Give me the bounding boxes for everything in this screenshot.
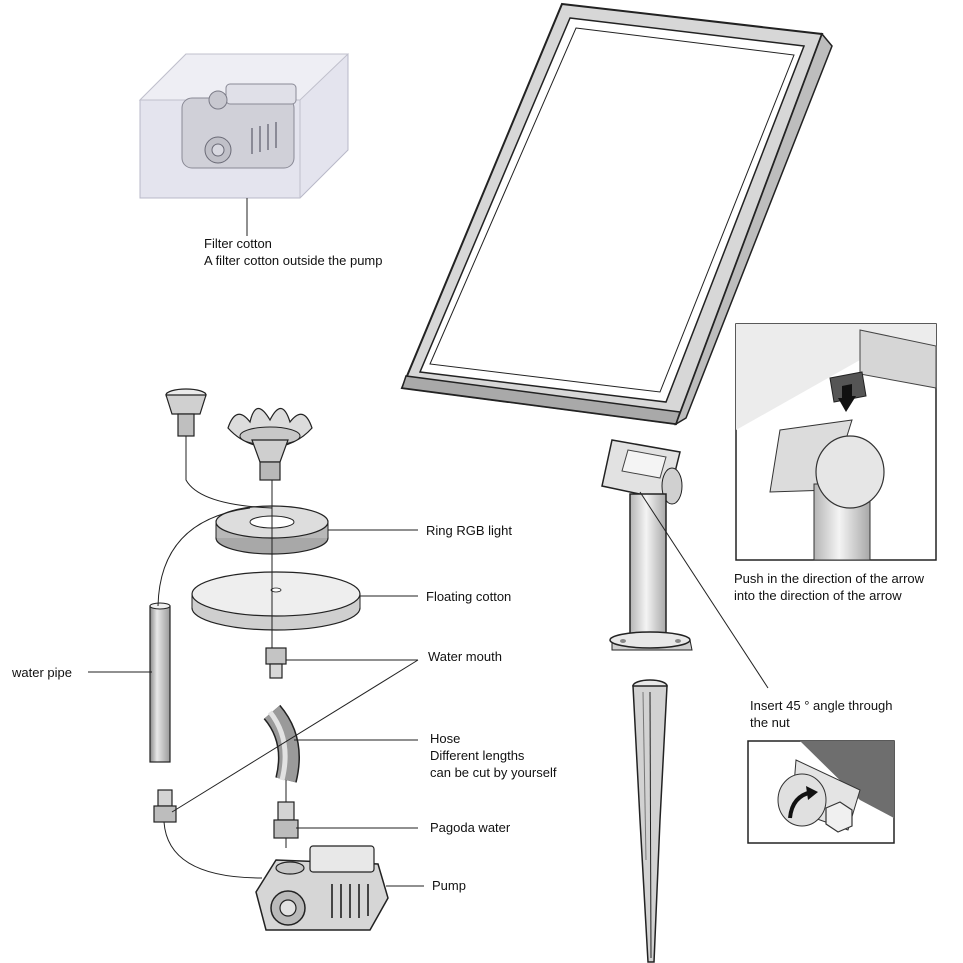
water-pipe-label: water pipe: [12, 665, 72, 680]
small-nozzle: [165, 388, 207, 437]
pump-feed-line: [163, 821, 263, 879]
insert-line2: the nut: [750, 715, 790, 730]
floating-cotton: [191, 571, 361, 631]
nozzle-assembly-line: [185, 436, 273, 509]
insert-angle-label: Insert 45 ° angle through the nut: [750, 697, 893, 731]
hose-title: Hose: [430, 731, 461, 746]
push-line1: Push in the direction of the arrow: [734, 571, 925, 586]
pagoda-water-connector: [273, 801, 299, 839]
water-mouth-leader-2: [171, 659, 419, 813]
insert-line1: Insert 45 ° angle through: [750, 698, 893, 713]
pipe-routing-line: [157, 507, 251, 607]
filter-cotton-title: Filter cotton: [204, 236, 272, 251]
panel-mount-bracket: [601, 439, 683, 505]
ground-stake: [632, 679, 668, 963]
filter-cotton-desc: A filter cotton outside the pump: [204, 253, 383, 268]
push-direction-label: Push in the direction of the arrow into …: [734, 570, 924, 604]
pump: [255, 845, 389, 931]
filter-cotton-label: Filter cotton A filter cotton outside th…: [204, 235, 383, 269]
pagoda-water-label: Pagoda water: [430, 820, 511, 835]
water-mouth-connector: [265, 647, 287, 679]
ring-rgb-light-label: Ring RGB light: [426, 523, 512, 538]
water-pipe: [149, 602, 171, 763]
insert-detail-inset: [747, 740, 895, 844]
hose-line2: Different lengths: [430, 748, 525, 763]
water-mouth-label: Water mouth: [428, 649, 502, 664]
pump-label: Pump: [432, 878, 466, 893]
pipe-connector: [153, 789, 177, 823]
flower-nozzle: [227, 407, 313, 481]
push-line2: into the direction of the arrow: [734, 588, 902, 603]
pole: [609, 493, 693, 651]
floating-cotton-label: Floating cotton: [426, 589, 512, 604]
hose-label: Hose Different lengths can be cut by you…: [430, 730, 556, 781]
leader-lines: [88, 436, 769, 887]
filter-cotton-illustration: [138, 53, 350, 199]
insert-leader: [639, 491, 769, 689]
hose-line3: can be cut by yourself: [430, 765, 557, 780]
push-detail-inset: [735, 323, 937, 561]
solar-panel: [400, 2, 833, 426]
